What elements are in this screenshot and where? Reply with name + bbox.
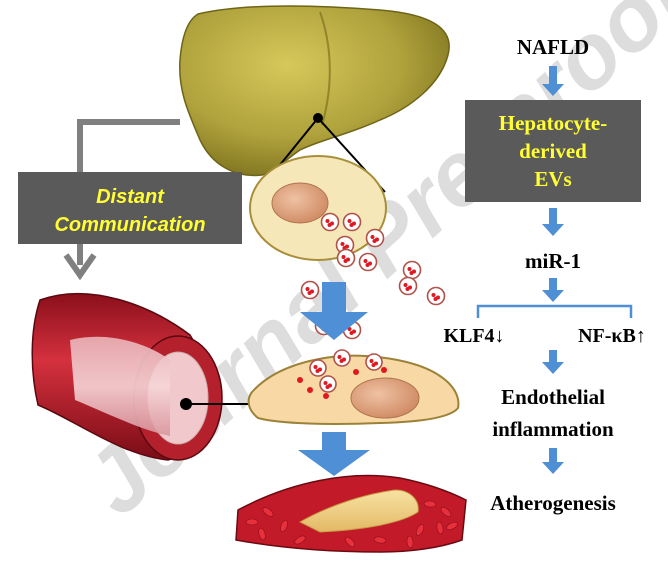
nfkb-label: NF-κB↑	[578, 325, 646, 347]
distant-box-bg	[18, 172, 242, 244]
red-blood-cell	[415, 524, 425, 536]
ev-box	[465, 100, 641, 202]
red-blood-cell	[280, 519, 288, 533]
red-blood-cell	[345, 536, 355, 548]
branch-bracket	[476, 304, 633, 318]
center-arrow-2	[298, 432, 370, 476]
vesicle	[398, 276, 418, 296]
ev-box-line1: Hepatocyte-	[499, 111, 607, 135]
distant-communication-box: Distant Communication	[18, 172, 242, 244]
vesicle	[309, 359, 327, 377]
vesicle	[426, 286, 446, 306]
vesicle	[358, 252, 378, 272]
red-blood-cell	[406, 535, 414, 549]
center-arrows	[298, 282, 370, 476]
pathway: NAFLD Hepatocyte- derived EVs miR-1 KLF4…	[443, 35, 645, 515]
red-blood-cells	[245, 500, 458, 549]
blood-vessel-illustration	[31, 292, 223, 461]
red-blood-cell	[436, 521, 444, 535]
connector-arrowhead	[63, 253, 97, 281]
ev-box-line3: EVs	[534, 167, 571, 191]
vesicle	[342, 212, 362, 232]
released-mirna-dot	[323, 393, 329, 399]
red-blood-cell	[423, 500, 437, 508]
arrow-inflammation-to-athero	[542, 448, 564, 474]
red-blood-cell	[258, 527, 266, 541]
nafld-label: NAFLD	[517, 35, 589, 59]
ev-box-line2: derived	[519, 139, 587, 163]
arrow-mir-to-branch	[542, 278, 564, 302]
arrow-branch-to-inflammation	[542, 350, 564, 374]
arrow-ev-to-mir	[542, 208, 564, 236]
vesicle	[402, 260, 422, 280]
vesicle	[333, 349, 351, 367]
mir1-label: miR-1	[525, 249, 581, 273]
red-blood-cell	[245, 518, 259, 526]
red-blood-cell	[440, 507, 452, 517]
hepatocyte-cell	[249, 155, 387, 261]
vessel-lumen-inner	[70, 336, 170, 436]
arrow-nafld-to-ev	[542, 66, 564, 96]
vesicle	[300, 280, 320, 300]
red-blood-cell	[294, 535, 306, 545]
liver-illustration	[179, 5, 450, 177]
endothelial-nucleus	[350, 377, 420, 419]
released-mirna-dot	[353, 369, 359, 375]
liver-shape	[179, 5, 450, 177]
released-mirna-dot	[381, 367, 387, 373]
center-arrow-1	[300, 282, 368, 340]
zoom-origin-dot	[313, 113, 323, 123]
distant-box-line2: Communication	[54, 214, 205, 236]
endothelial-label: Endothelial	[501, 385, 605, 409]
inflammation-label: inflammation	[492, 417, 614, 441]
liver-lobe-line	[319, 11, 331, 126]
distant-box-line1: Distant	[96, 186, 165, 208]
red-blood-cell	[262, 507, 274, 517]
vesicle	[320, 212, 340, 232]
red-blood-cell	[373, 536, 387, 544]
internalized-vesicles	[297, 349, 387, 399]
atherosclerotic-vessel	[235, 474, 467, 553]
red-blood-cell	[446, 521, 458, 531]
vesicle	[365, 353, 383, 371]
athero-plaque	[298, 489, 419, 533]
atherogenesis-label: Atherogenesis	[490, 491, 616, 515]
vessel-connector-dot	[180, 398, 192, 410]
vesicle	[319, 375, 337, 393]
released-mirna-dot	[297, 377, 303, 383]
klf4-label: KLF4↓	[443, 325, 504, 347]
vesicle	[365, 228, 385, 248]
hepatocyte-nucleus	[271, 182, 329, 224]
vessel-to-cell-connector	[180, 398, 258, 410]
released-mirna-dot	[307, 387, 313, 393]
vesicle	[336, 248, 356, 268]
